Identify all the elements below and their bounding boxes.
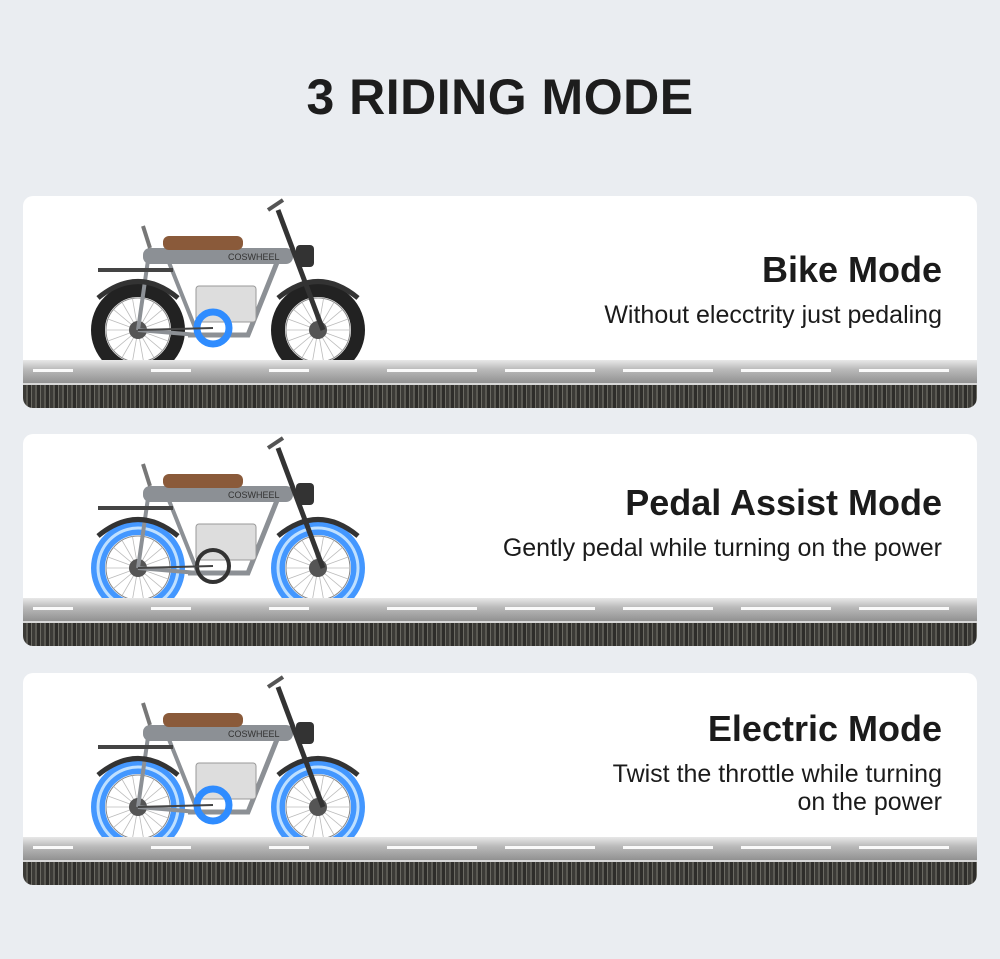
road-graphic	[23, 598, 977, 646]
mode-description-line2: on the power	[797, 788, 942, 816]
svg-text:COSWHEEL: COSWHEEL	[228, 490, 280, 500]
svg-text:COSWHEEL: COSWHEEL	[228, 729, 280, 739]
mode-card-pedal-assist: COSWHEEL Pedal Assist Mode Gently pedal …	[23, 434, 977, 646]
page-title: 3 RIDING MODE	[306, 69, 694, 125]
mode-title: Pedal Assist Mode	[625, 482, 942, 523]
ebike-icon: COSWHEEL	[91, 675, 365, 854]
svg-text:COSWHEEL: COSWHEEL	[228, 252, 280, 262]
mode-description: Gently pedal while turning on the power	[502, 534, 942, 562]
bike-illustration: COSWHEEL	[78, 434, 378, 615]
mode-description-line1: Twist the throttle while turning	[612, 760, 942, 788]
ebike-icon: COSWHEEL	[91, 436, 365, 615]
bike-illustration: COSWHEEL	[78, 673, 378, 854]
bike-illustration: COSWHEEL	[78, 196, 378, 377]
mode-card-bike: COSWHEEL Bike Mode Without elecctrity ju…	[23, 196, 977, 408]
ebike-icon: COSWHEEL	[91, 198, 365, 377]
mode-description: Twist the throttle while turning on the …	[613, 760, 942, 816]
road-graphic	[23, 837, 977, 885]
mode-description: Without elecctrity just pedaling	[604, 301, 942, 329]
mode-title: Electric Mode	[707, 708, 942, 749]
mode-title: Bike Mode	[761, 249, 942, 290]
mode-card-electric: COSWHEEL Electric Mode Twist the throttl…	[23, 673, 977, 885]
road-graphic	[23, 360, 977, 408]
